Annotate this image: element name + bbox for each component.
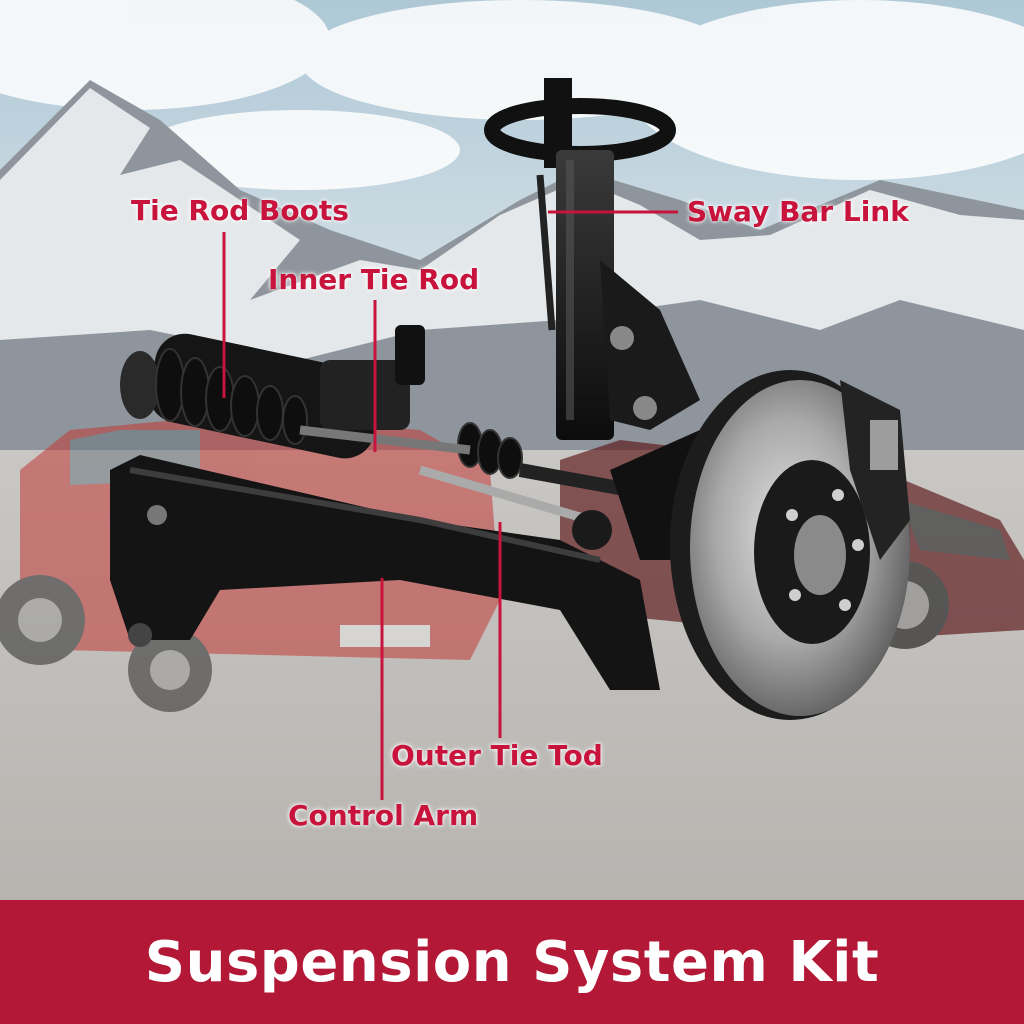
label-outer-tie-rod: Outer Tie Tod	[391, 739, 603, 772]
label-tie-rod-boots: Tie Rod Boots	[131, 194, 349, 227]
control-arm	[110, 455, 660, 690]
leader-lines	[222, 210, 678, 800]
steering-rack	[120, 325, 523, 479]
mountain-snow	[0, 88, 1024, 360]
title-banner: Suspension System Kit	[0, 900, 1024, 1024]
brake-assembly	[610, 370, 910, 720]
label-sway-bar-link: Sway Bar Link	[687, 195, 909, 228]
outer-tie-rod	[418, 465, 592, 525]
suspension-scene	[0, 0, 1024, 900]
inner-tie-rod	[299, 425, 471, 455]
strut-assembly	[484, 78, 700, 440]
label-inner-tie-rod: Inner Tie Rod	[268, 263, 480, 296]
clouds	[0, 0, 1024, 190]
label-control-arm: Control Arm	[288, 799, 479, 832]
sway-bar-link	[536, 174, 556, 331]
banner-title: Suspension System Kit	[144, 929, 880, 995]
